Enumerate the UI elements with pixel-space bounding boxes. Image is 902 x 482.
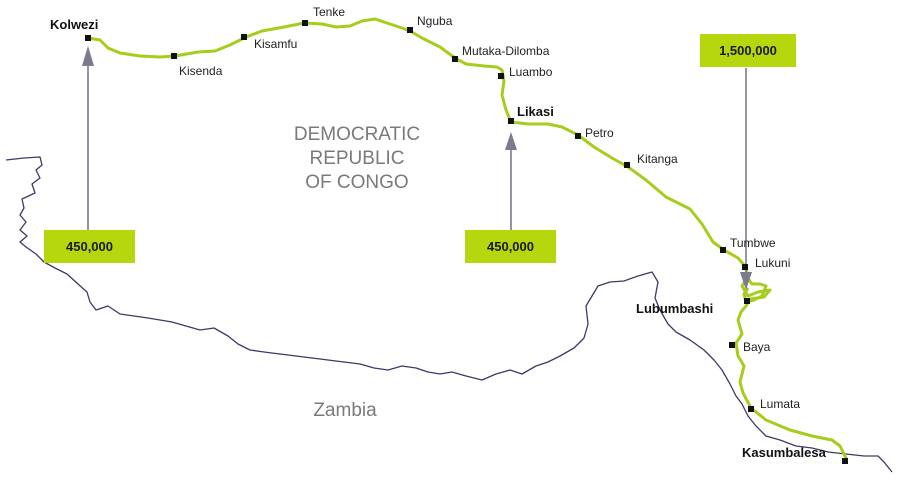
label-lukuni: Lukuni [755,256,790,270]
callout-arrow-likasi [505,132,517,232]
marker-nguba [407,27,413,33]
railway-route [86,17,848,460]
label-baya: Baya [743,340,771,354]
marker-lukuni [742,264,748,270]
label-mutaka-dilomba: Mutaka-Dilomba [462,44,550,58]
callout-value-likasi: 450,000 [487,239,534,254]
label-kasumbalesa: Kasumbalesa [742,445,827,460]
label-luambo: Luambo [509,65,553,79]
marker-mutaka-dilomba [452,56,458,62]
label-nguba: Nguba [417,14,453,28]
callout-box-kolwezi: 450,000 [44,230,135,263]
marker-kisamfu [241,34,247,40]
label-tumbwe: Tumbwe [730,236,776,250]
label-kisenda: Kisenda [179,64,223,78]
callout-value-lubumbashi: 1,500,000 [719,43,777,58]
marker-likasi [508,118,514,124]
marker-tenke [302,20,308,26]
label-likasi: Likasi [517,104,554,119]
callout-arrow-kolwezi [82,46,94,232]
marker-luambo [498,73,504,79]
label-tenke: Tenke [313,5,345,19]
label-petro: Petro [585,126,614,140]
station-markers [85,20,848,464]
marker-petro [575,133,581,139]
callout-value-kolwezi: 450,000 [66,239,113,254]
label-lubumbashi: Lubumbashi [636,301,713,316]
drc-label-line-2: REPUBLIC [309,148,404,169]
marker-baya [729,342,735,348]
marker-kasumbalesa [842,458,848,464]
marker-kitanga [624,162,630,168]
marker-lubumbashi [744,298,750,304]
marker-kolwezi [85,35,91,41]
marker-tumbwe [720,247,726,253]
label-kisamfu: Kisamfu [254,37,297,51]
zambia-label: Zambia [313,400,377,421]
railway-loop-lubumbashi [742,275,768,304]
country-border [5,156,893,473]
callout-box-lubumbashi: 1,500,000 [700,34,796,67]
label-lumata: Lumata [760,397,800,411]
drc-label-line-3: OF CONGO [305,172,408,193]
marker-lumata [748,406,754,412]
drc-region-label: DEMOCRATIC REPUBLIC OF CONGO [294,124,420,193]
callout-box-likasi: 450,000 [465,230,556,263]
label-kolwezi: Kolwezi [50,17,98,32]
callout-arrow-lubumbashi [740,68,752,290]
marker-kisenda [171,53,177,59]
drc-label-line-1: DEMOCRATIC [294,124,420,145]
label-kitanga: Kitanga [637,152,678,166]
